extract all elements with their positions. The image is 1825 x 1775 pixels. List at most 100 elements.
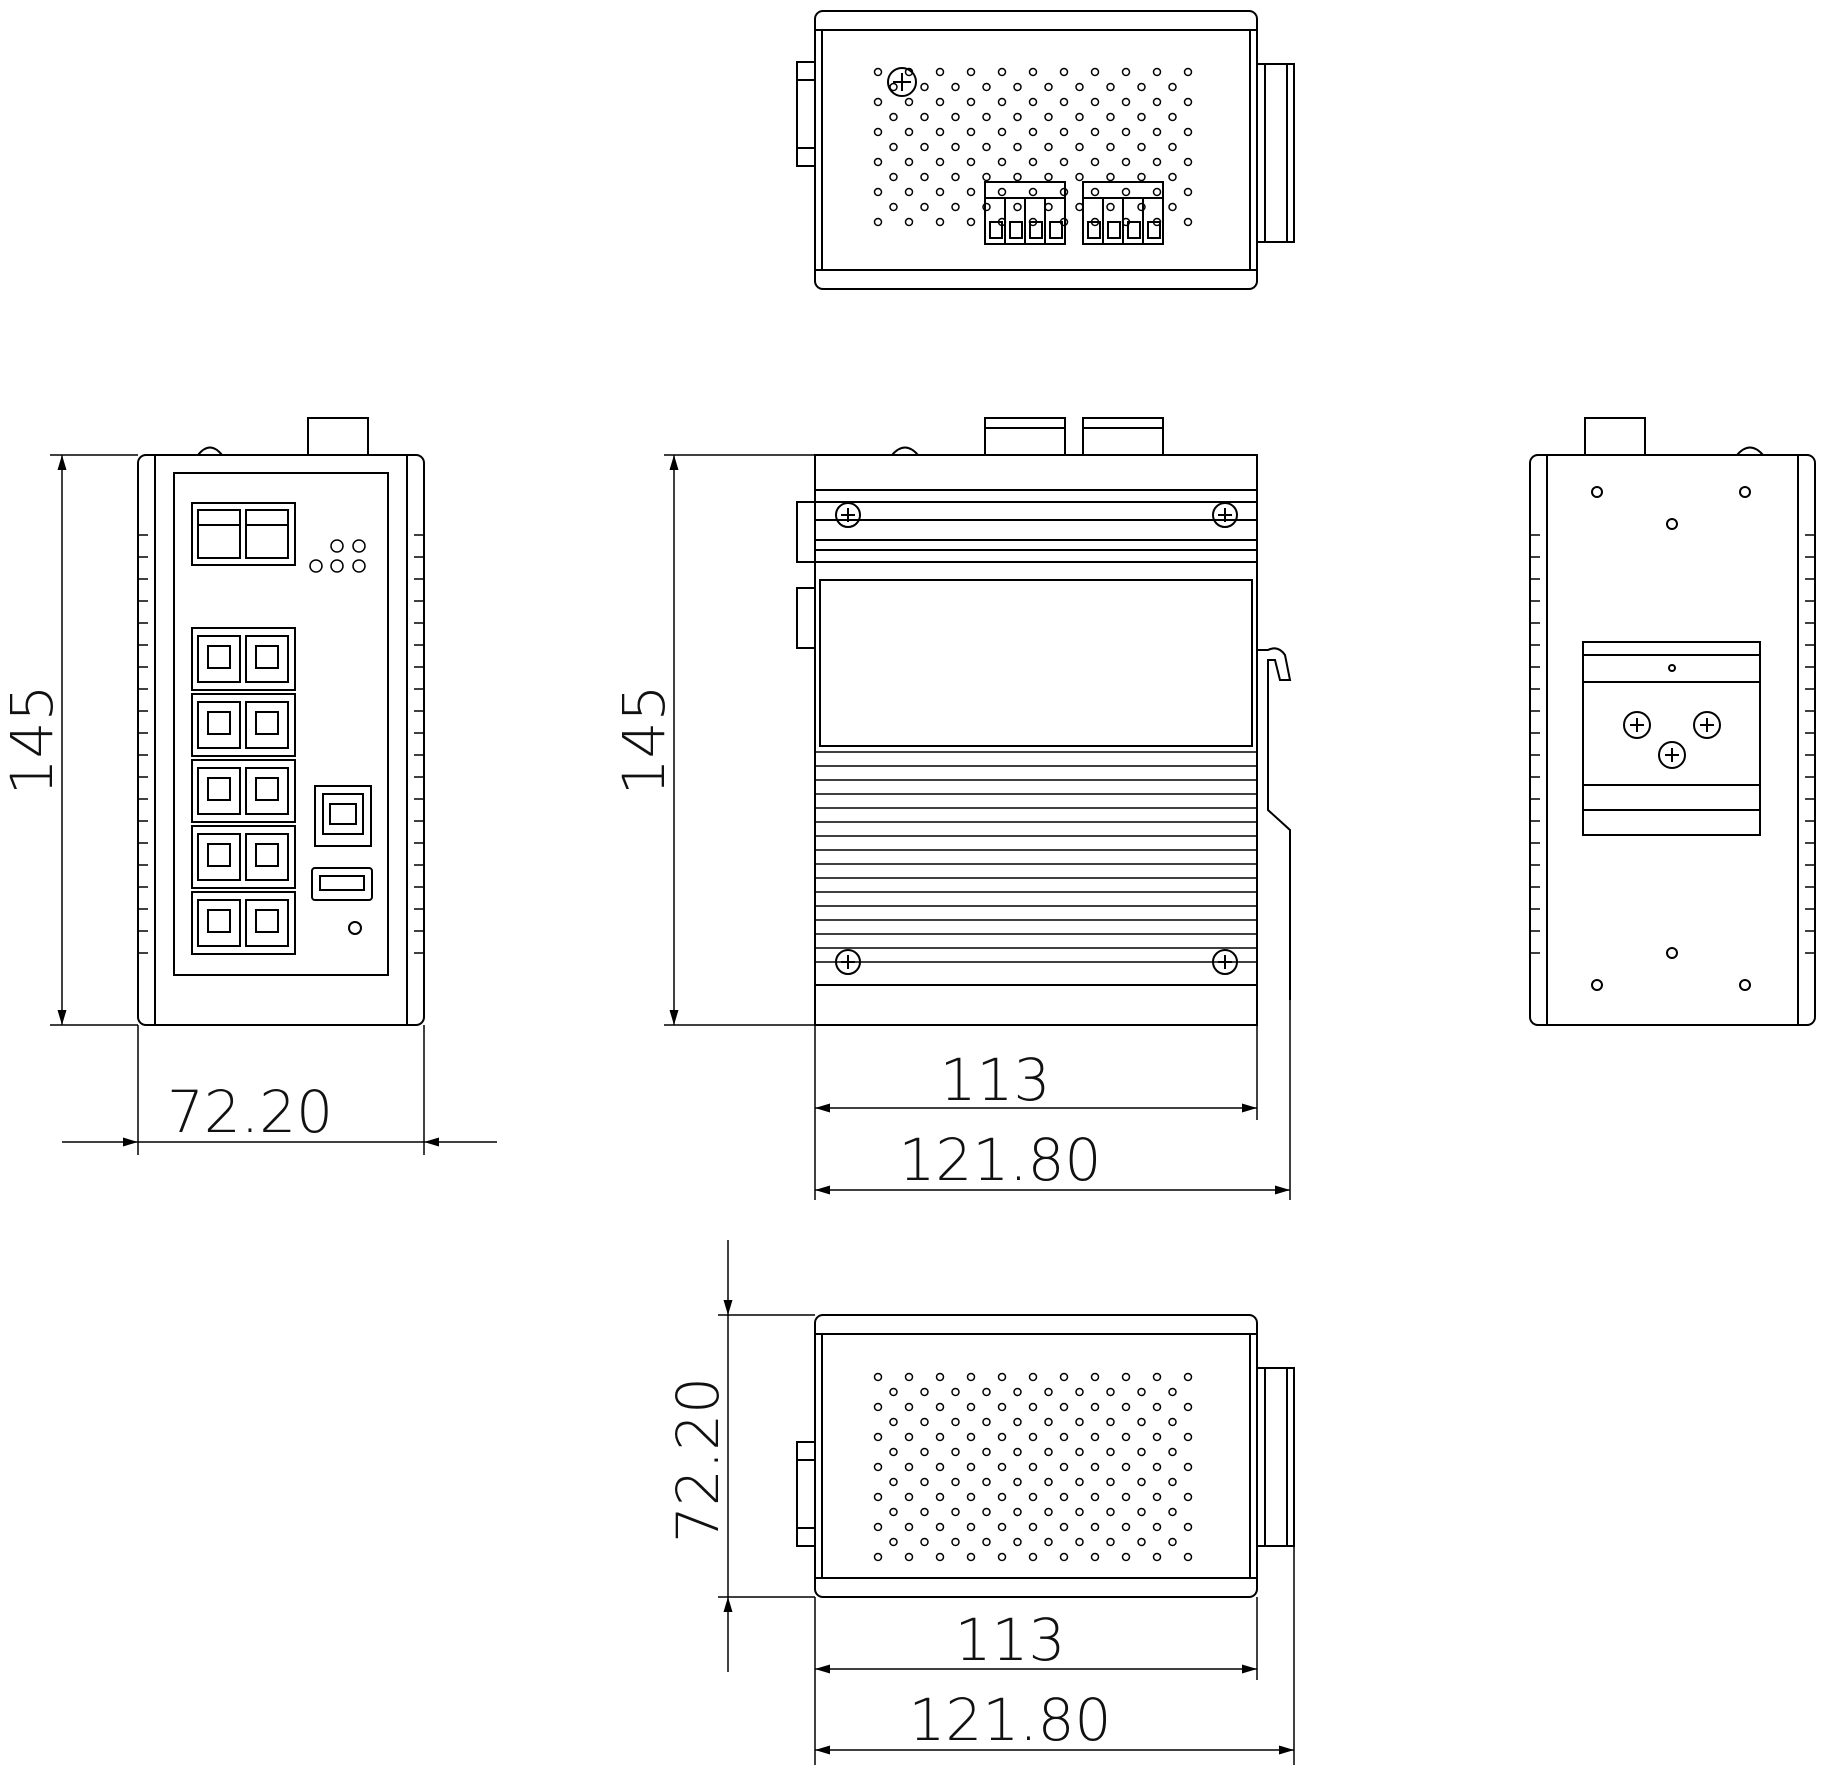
vent-hole: [921, 204, 928, 211]
vent-hole: [875, 1524, 882, 1531]
side-view: [797, 418, 1290, 1025]
vent-hole: [1169, 1509, 1176, 1516]
vent-hole: [890, 1479, 897, 1486]
ground-screw-icon: [888, 68, 916, 96]
vent-hole: [1185, 1434, 1192, 1441]
vent-hole: [1092, 99, 1099, 106]
vent-hole: [1076, 114, 1083, 121]
vent-hole: [1061, 69, 1068, 76]
front-height-label: 145: [0, 685, 66, 796]
rj45-pair: [192, 628, 295, 690]
vent-hole: [1045, 144, 1052, 151]
vent-hole: [1045, 84, 1052, 91]
vent-hole: [906, 219, 913, 226]
vent-hole: [875, 189, 882, 196]
top-view: [797, 11, 1294, 289]
vent-hole: [1014, 114, 1021, 121]
side-ridges: [138, 535, 424, 953]
vent-hole: [937, 159, 944, 166]
vent-hole: [952, 174, 959, 181]
vent-hole: [890, 1539, 897, 1546]
vent-hole: [1185, 69, 1192, 76]
vent-hole: [1107, 114, 1114, 121]
vent-hole: [875, 129, 882, 136]
vent-hole: [1154, 1374, 1161, 1381]
vent-hole: [1169, 1479, 1176, 1486]
vent-hole: [1138, 1479, 1145, 1486]
vent-hole: [1138, 174, 1145, 181]
vent-hole: [1154, 1434, 1161, 1441]
led-indicators: [310, 540, 365, 572]
vent-hole: [890, 1389, 897, 1396]
vent-hole: [1014, 84, 1021, 91]
vent-hole: [1123, 1494, 1130, 1501]
vent-hole: [952, 1389, 959, 1396]
rj45-port-icon: [198, 900, 240, 946]
vent-hole: [1076, 1509, 1083, 1516]
vent-hole: [1076, 1479, 1083, 1486]
vent-hole: [906, 69, 913, 76]
vent-hole: [1138, 144, 1145, 151]
vent-hole: [1123, 1434, 1130, 1441]
rj45-port-icon: [198, 768, 240, 814]
vent-hole: [906, 99, 913, 106]
screw-top-left-icon: [836, 503, 860, 527]
vent-hole: [1154, 1554, 1161, 1561]
vent-hole: [1107, 204, 1114, 211]
vent-hole: [1107, 1509, 1114, 1516]
vent-hole: [1154, 1494, 1161, 1501]
rj45-jack: [256, 646, 278, 668]
vent-hole: [968, 1494, 975, 1501]
vent-hole: [1045, 114, 1052, 121]
vent-hole: [937, 69, 944, 76]
vent-hole: [983, 84, 990, 91]
vent-hole: [1061, 1464, 1068, 1471]
vent-hole: [875, 69, 882, 76]
vent-hole: [1154, 1404, 1161, 1411]
vent-hole: [1169, 1419, 1176, 1426]
vent-hole: [890, 84, 897, 91]
top-vent-holes: [875, 69, 1192, 226]
vent-hole: [968, 189, 975, 196]
vent-hole: [937, 1434, 944, 1441]
vent-hole: [983, 204, 990, 211]
vent-hole: [921, 84, 928, 91]
vent-hole: [1185, 1374, 1192, 1381]
vent-hole: [1169, 114, 1176, 121]
vent-hole: [921, 114, 928, 121]
vent-hole: [1185, 159, 1192, 166]
vent-hole: [1154, 99, 1161, 106]
rj45-port-icon: [246, 834, 288, 880]
vent-hole: [906, 1524, 913, 1531]
vent-hole: [906, 1404, 913, 1411]
vent-hole: [983, 1479, 990, 1486]
vent-hole: [937, 99, 944, 106]
vent-hole: [999, 1374, 1006, 1381]
vent-hole: [1014, 204, 1021, 211]
vent-hole: [1138, 1419, 1145, 1426]
vent-hole: [1030, 1464, 1037, 1471]
vent-hole: [875, 1434, 882, 1441]
rj45-port-icon: [246, 702, 288, 748]
vent-hole: [890, 144, 897, 151]
vent-hole: [937, 1464, 944, 1471]
vent-hole: [1014, 174, 1021, 181]
vent-hole: [1092, 1434, 1099, 1441]
vent-hole: [968, 1434, 975, 1441]
vent-hole: [1092, 1374, 1099, 1381]
vent-hole: [906, 189, 913, 196]
vent-hole: [952, 1509, 959, 1516]
bottom-vent-holes: [875, 1374, 1192, 1561]
front-width-label: 72.20: [167, 1078, 333, 1146]
vent-hole: [875, 219, 882, 226]
vent-hole: [952, 114, 959, 121]
vent-hole: [921, 174, 928, 181]
vent-hole: [999, 159, 1006, 166]
vent-hole: [983, 114, 990, 121]
rj45-jack: [208, 910, 230, 932]
vent-hole: [1061, 1554, 1068, 1561]
vent-hole: [1138, 204, 1145, 211]
vent-hole: [1030, 1404, 1037, 1411]
vent-hole: [968, 219, 975, 226]
vent-hole: [1138, 1509, 1145, 1516]
